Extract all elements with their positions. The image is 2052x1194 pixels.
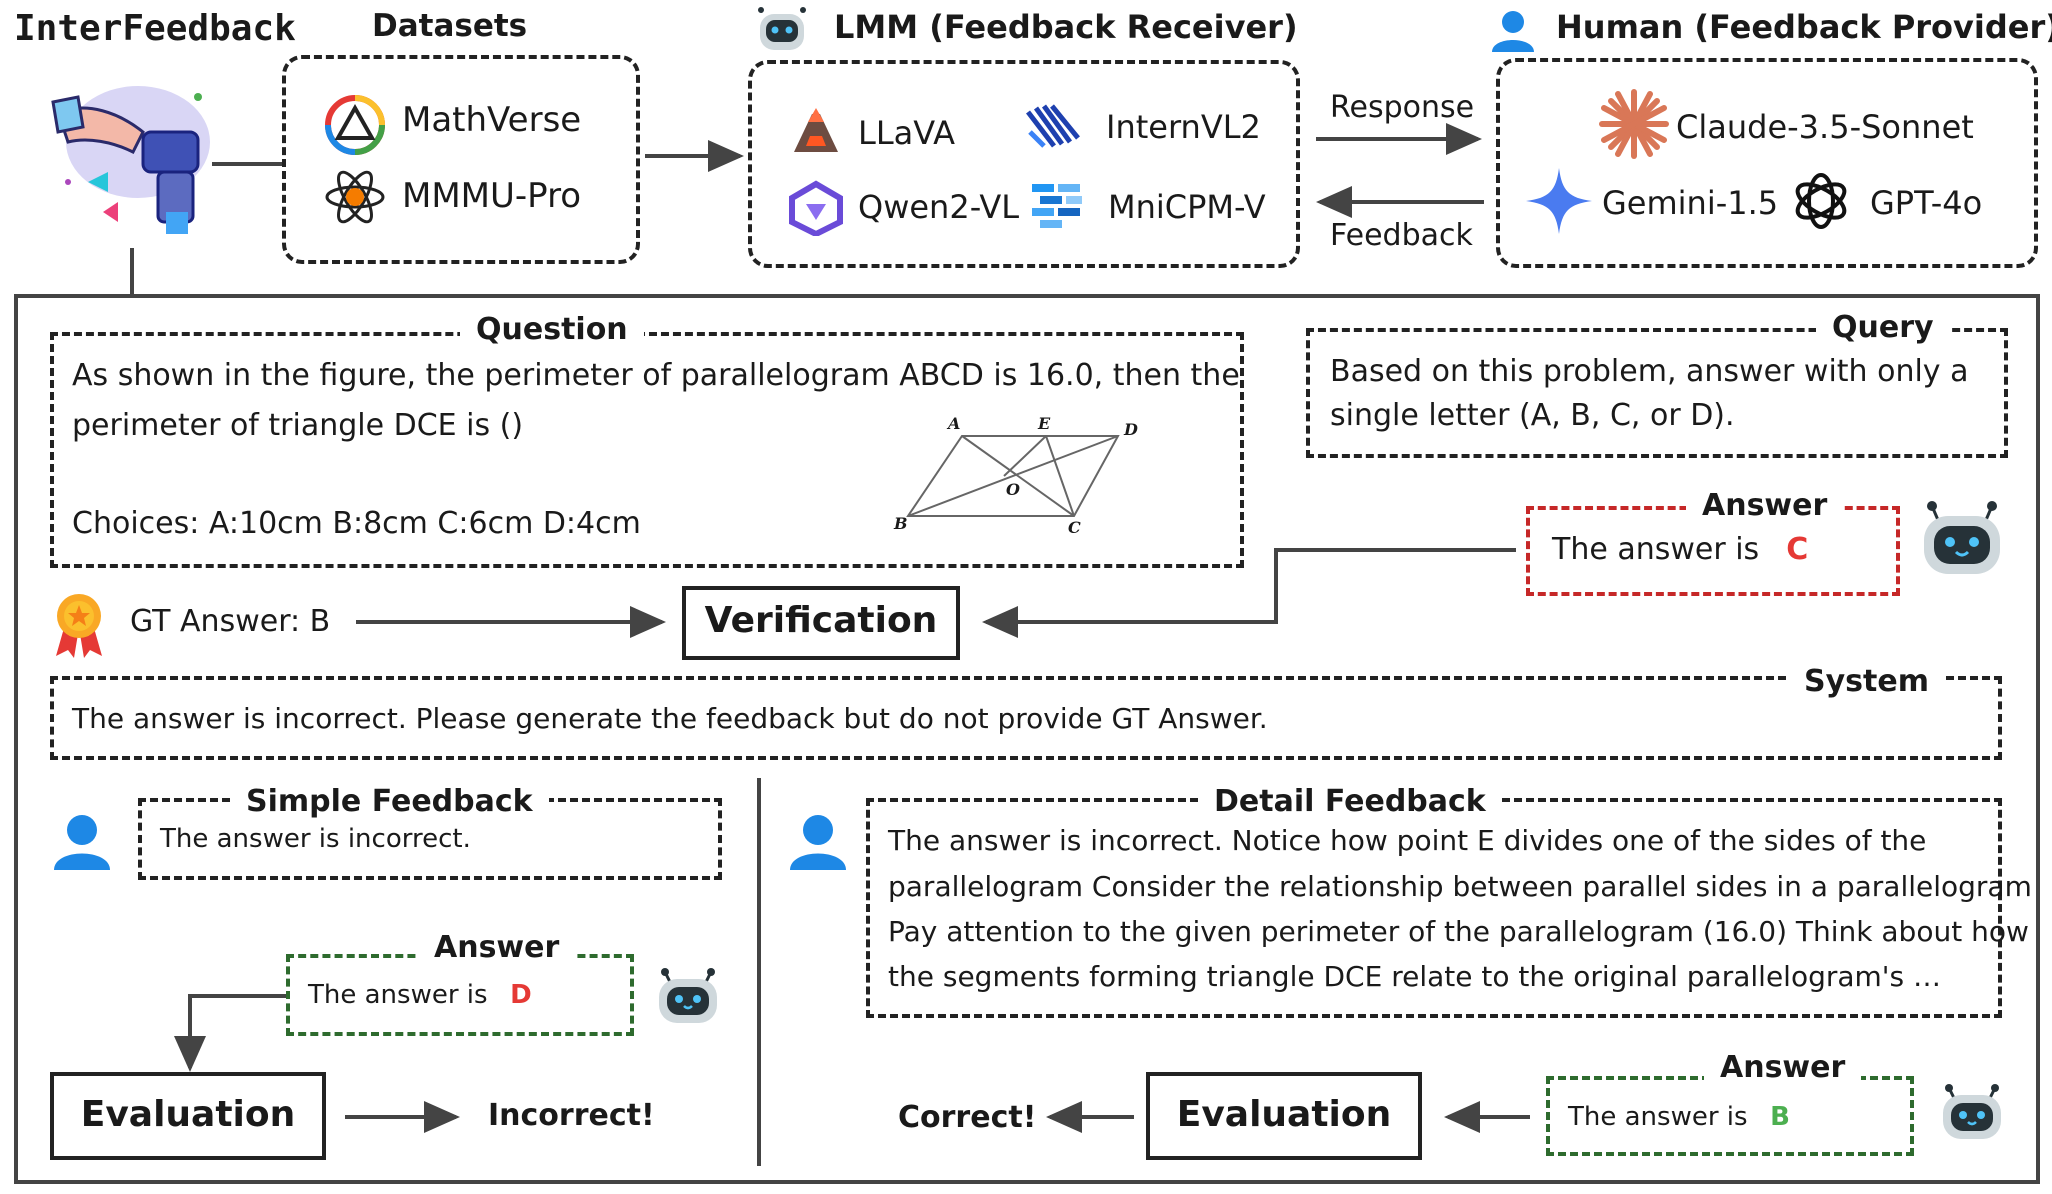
datasets-box bbox=[282, 55, 640, 264]
question-line-1: As shown in the figure, the perimeter of… bbox=[72, 358, 1240, 393]
detail-feedback-line-1: The answer is incorrect. Notice how poin… bbox=[888, 824, 1927, 857]
figure-label-a: A bbox=[948, 414, 961, 433]
question-title: Question bbox=[460, 312, 644, 347]
question-choices: Choices: A:10cm B:8cm C:6cm D:4cm bbox=[72, 506, 641, 541]
evaluation-label-simple: Evaluation bbox=[80, 1094, 296, 1135]
gt-answer-label: GT Answer: B bbox=[130, 604, 331, 639]
figure-label-e: E bbox=[1038, 414, 1051, 433]
detail-answer-prefix: The answer is bbox=[1568, 1102, 1748, 1132]
evaluation-box-simple bbox=[50, 1072, 326, 1160]
robot-icon bbox=[758, 7, 806, 50]
lmm-box bbox=[748, 60, 1300, 268]
detail-feedback-line-2: parallelogram Consider the relationship … bbox=[888, 870, 2032, 903]
question-box bbox=[50, 332, 1244, 568]
response-label: Response bbox=[1330, 90, 1475, 125]
hands-logo-icon bbox=[51, 86, 210, 234]
simple-answer-to-evaluation-arrow bbox=[174, 994, 286, 1072]
dataset-mmmu-pro: MMMU-Pro bbox=[402, 176, 582, 216]
llava-icon bbox=[794, 108, 838, 152]
minicpm-v-icon bbox=[1032, 184, 1082, 228]
detail-feedback-line-3: Pay attention to the given perimeter of … bbox=[888, 915, 2029, 948]
brand-title: InterFeedback bbox=[14, 8, 296, 49]
qwen2-vl-icon bbox=[789, 180, 843, 236]
lmm-minicpm-v: MniCPM-V bbox=[1108, 188, 1266, 226]
answer-first-text: The answer is C bbox=[1552, 532, 1808, 567]
answer-to-verification-arrow bbox=[982, 548, 1516, 638]
human-gemini: Gemini-1.5 bbox=[1602, 184, 1779, 222]
mathverse-icon bbox=[325, 95, 385, 155]
correct-result: Correct! bbox=[898, 1100, 1037, 1135]
figure-label-c: C bbox=[1068, 518, 1081, 537]
claude-icon bbox=[1599, 89, 1669, 159]
robot-icon-detail-answer bbox=[1943, 1084, 2001, 1139]
question-line-2: perimeter of triangle DCE is () bbox=[72, 408, 524, 443]
user-icon bbox=[1492, 11, 1534, 52]
parallelogram-figure bbox=[906, 435, 1120, 517]
mmmu-pro-icon bbox=[325, 170, 385, 224]
internvl2-icon bbox=[1026, 104, 1080, 148]
evaluation-box-detail bbox=[1146, 1072, 1422, 1160]
detail-answer-text: The answer is B bbox=[1568, 1102, 1790, 1132]
verification-label: Verification bbox=[704, 600, 938, 641]
detail-feedback-title: Detail Feedback bbox=[1198, 784, 1502, 819]
simple-feedback-text: The answer is incorrect. bbox=[160, 824, 471, 854]
medal-icon bbox=[56, 594, 102, 658]
system-title: System bbox=[1788, 664, 1945, 699]
figure-label-d: D bbox=[1124, 420, 1138, 439]
lmm-internvl2: InternVL2 bbox=[1106, 108, 1261, 146]
simple-answer-title: Answer bbox=[418, 930, 576, 965]
robot-icon-first-answer bbox=[1924, 501, 2000, 574]
figure-label-o: O bbox=[1006, 480, 1020, 499]
query-title: Query bbox=[1816, 310, 1950, 345]
main-panel bbox=[14, 294, 2040, 1184]
dataset-mathverse: MathVerse bbox=[402, 100, 582, 140]
query-line-2: single letter (A, B, C, or D). bbox=[1330, 398, 1735, 433]
datasets-title: Datasets bbox=[372, 8, 528, 44]
detail-answer-letter: B bbox=[1770, 1102, 1790, 1132]
robot-icon-simple-answer bbox=[659, 968, 717, 1023]
user-icon-detail bbox=[790, 815, 846, 870]
gemini-icon bbox=[1526, 168, 1592, 234]
query-box bbox=[1306, 328, 2008, 458]
gpt-4o-icon bbox=[1795, 173, 1847, 229]
detail-feedback-line-4: the segments forming triangle DCE relate… bbox=[888, 960, 1941, 993]
verification-box bbox=[682, 586, 960, 660]
simple-feedback-title: Simple Feedback bbox=[230, 784, 549, 819]
lmm-title: LMM (Feedback Receiver) bbox=[834, 8, 1298, 46]
simple-answer-text: The answer is D bbox=[308, 980, 532, 1010]
simple-answer-prefix: The answer is bbox=[308, 980, 488, 1010]
user-icon-simple bbox=[54, 815, 110, 870]
query-line-1: Based on this problem, answer with only … bbox=[1330, 354, 1969, 389]
evaluation-label-detail: Evaluation bbox=[1176, 1094, 1392, 1135]
human-gpt-4o: GPT-4o bbox=[1870, 184, 1983, 222]
system-box bbox=[50, 676, 2002, 760]
simple-answer-letter: D bbox=[510, 980, 532, 1010]
feedback-label: Feedback bbox=[1330, 218, 1473, 253]
detail-answer-title: Answer bbox=[1704, 1050, 1862, 1085]
answer-first-letter: C bbox=[1786, 532, 1809, 567]
lmm-llava: LLaVA bbox=[858, 114, 955, 152]
answer-first-prefix: The answer is bbox=[1552, 532, 1760, 567]
figure-label-b: B bbox=[894, 514, 908, 533]
answer-title-first: Answer bbox=[1686, 488, 1844, 523]
system-text: The answer is incorrect. Please generate… bbox=[72, 702, 1268, 735]
lmm-qwen2-vl: Qwen2-VL bbox=[858, 188, 1020, 226]
human-title: Human (Feedback Provider) bbox=[1556, 8, 2052, 46]
incorrect-result: Incorrect! bbox=[488, 1098, 655, 1133]
human-claude: Claude-3.5-Sonnet bbox=[1676, 108, 1974, 146]
human-box bbox=[1496, 58, 2038, 268]
